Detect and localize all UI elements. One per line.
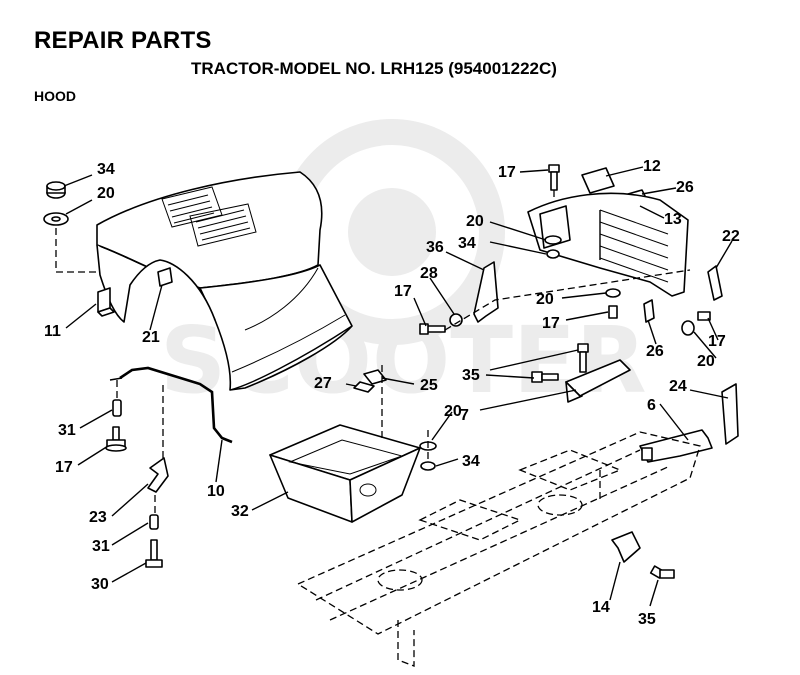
part-17-bolt-top (548, 164, 560, 191)
part-32-tray (269, 424, 421, 523)
part-24-plate (721, 383, 739, 445)
callout-31: 31 (92, 538, 110, 555)
part-14-clamp (611, 531, 641, 563)
callout-24: 24 (669, 378, 687, 395)
callout-23: 23 (89, 509, 107, 526)
callout-32: 32 (231, 503, 249, 520)
section-label: HOOD (34, 88, 76, 104)
callout-25: 25 (420, 377, 438, 394)
leader-lines (63, 166, 733, 607)
callout-17: 17 (542, 315, 560, 332)
nut-34-center (546, 249, 560, 259)
part-10-hood-rod (109, 366, 233, 444)
washer-20-left (43, 212, 69, 226)
bolt-17-left (105, 426, 127, 452)
nut-34-bottom (420, 461, 436, 471)
nut-34-left (46, 181, 66, 199)
part-23-bracket (147, 457, 169, 493)
bolt-17-right (608, 305, 618, 319)
callout-31: 31 (58, 422, 76, 439)
washer-20-far-right (681, 320, 695, 336)
callout-20: 20 (466, 213, 484, 230)
callout-34: 34 (462, 453, 480, 470)
part-28-star-washer (449, 313, 463, 327)
hood-part (96, 171, 353, 391)
callout-12: 12 (643, 158, 661, 175)
part-13-grille (527, 192, 689, 297)
callout-20: 20 (697, 353, 715, 370)
callout-26: 26 (646, 343, 664, 360)
callout-26: 26 (676, 179, 694, 196)
callout-27: 27 (314, 375, 332, 392)
part-26-clip-right (643, 299, 655, 323)
bolt-35-upper (531, 343, 589, 383)
frame-chassis (296, 431, 701, 667)
leader-dash-hood-left (55, 228, 97, 273)
bolt-17-far-right (697, 311, 711, 321)
bolt-30 (145, 539, 163, 568)
part-22-strip (707, 265, 723, 301)
callout-7: 7 (460, 407, 469, 424)
part-25-clip (363, 369, 387, 385)
callout-14: 14 (592, 599, 610, 616)
callout-34: 34 (97, 161, 115, 178)
callout-28: 28 (420, 265, 438, 282)
part-7-mount (565, 359, 631, 403)
callout-6: 6 (647, 397, 656, 414)
part-21-clip (157, 267, 173, 287)
callout-20: 20 (536, 291, 554, 308)
callout-20: 20 (444, 403, 462, 420)
callout-22: 22 (722, 228, 740, 245)
callout-11: 11 (44, 323, 61, 340)
callout-34: 34 (458, 235, 476, 252)
spacer-31-lower (149, 514, 159, 530)
bolt-35-lower (649, 565, 675, 579)
part-12-panel (581, 167, 615, 194)
page-title: REPAIR PARTS (34, 27, 212, 54)
part-36-bracket (473, 261, 499, 323)
model-subtitle: TRACTOR-MODEL NO. LRH125 (954001222C) (191, 59, 557, 78)
washer-20-right (605, 288, 621, 298)
callout-10: 10 (207, 483, 225, 500)
callout-30: 30 (91, 576, 109, 593)
leader-dash-center (444, 269, 691, 331)
part-11-bracket (97, 287, 115, 317)
callout-20: 20 (97, 185, 115, 202)
callout-35: 35 (638, 611, 656, 628)
callout-21: 21 (142, 329, 160, 346)
callout-17: 17 (708, 333, 726, 350)
callout-labels: 34 20 11 21 31 17 10 23 31 30 27 25 32 1… (44, 158, 740, 628)
part-6-bracket (639, 429, 713, 463)
callout-17: 17 (498, 164, 516, 181)
callout-17: 17 (394, 283, 412, 300)
washer-20-center (544, 235, 562, 245)
callout-36: 36 (426, 239, 444, 256)
callout-17: 17 (55, 459, 73, 476)
bolt-17-mid (419, 323, 446, 335)
callout-13: 13 (664, 211, 682, 228)
spacer-31-upper (112, 399, 122, 417)
callout-35: 35 (462, 367, 480, 384)
